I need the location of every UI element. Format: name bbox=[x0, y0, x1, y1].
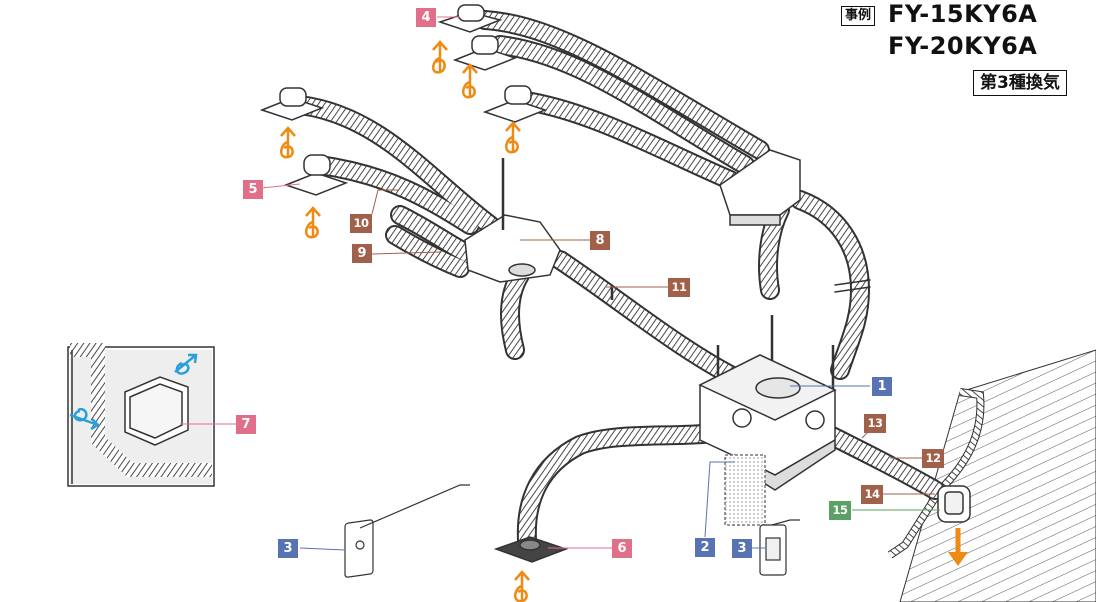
exterior-hood bbox=[937, 485, 971, 523]
callout-9: 9 bbox=[352, 244, 372, 263]
airflow-arrows-orange bbox=[280, 40, 961, 602]
ventilation-type-label: 第3種換気 bbox=[973, 70, 1067, 96]
branch-chamber-left bbox=[464, 214, 561, 283]
inset-room-vent bbox=[67, 343, 215, 487]
grille-top-left bbox=[259, 87, 325, 121]
model-number-1: FY-15KY6A bbox=[888, 0, 1038, 28]
callout-14: 14 bbox=[861, 485, 883, 504]
callout-1: 1 bbox=[872, 377, 892, 396]
callout-8: 8 bbox=[590, 231, 610, 250]
branch-chamber-right bbox=[719, 149, 801, 226]
callout-15: 15 bbox=[829, 501, 851, 520]
exhaust-arrow-head bbox=[948, 552, 968, 566]
grille-top-mid bbox=[482, 85, 548, 123]
leader-lines bbox=[180, 16, 940, 551]
callout-2: 2 bbox=[695, 538, 715, 557]
callout-10: 10 bbox=[350, 214, 372, 233]
model-number-2: FY-20KY6A bbox=[888, 32, 1038, 60]
floor-grille bbox=[493, 536, 569, 563]
callout-3b: 3 bbox=[732, 539, 752, 558]
grille-5 bbox=[283, 154, 349, 196]
callout-5: 5 bbox=[243, 180, 263, 199]
callout-13: 13 bbox=[864, 414, 886, 433]
callout-6: 6 bbox=[612, 539, 632, 558]
example-tag: 事例 bbox=[841, 6, 876, 26]
callout-3a: 3 bbox=[278, 539, 298, 558]
callout-7: 7 bbox=[236, 415, 256, 434]
wall-switch-left bbox=[344, 484, 470, 578]
duct-group bbox=[290, 10, 945, 550]
callout-4: 4 bbox=[416, 8, 436, 27]
callout-11: 11 bbox=[668, 278, 690, 297]
airflow-arrows-blue bbox=[69, 353, 198, 431]
callout-12: 12 bbox=[922, 449, 944, 468]
main-fan-unit bbox=[698, 354, 837, 526]
wall-switch-right bbox=[759, 519, 800, 576]
